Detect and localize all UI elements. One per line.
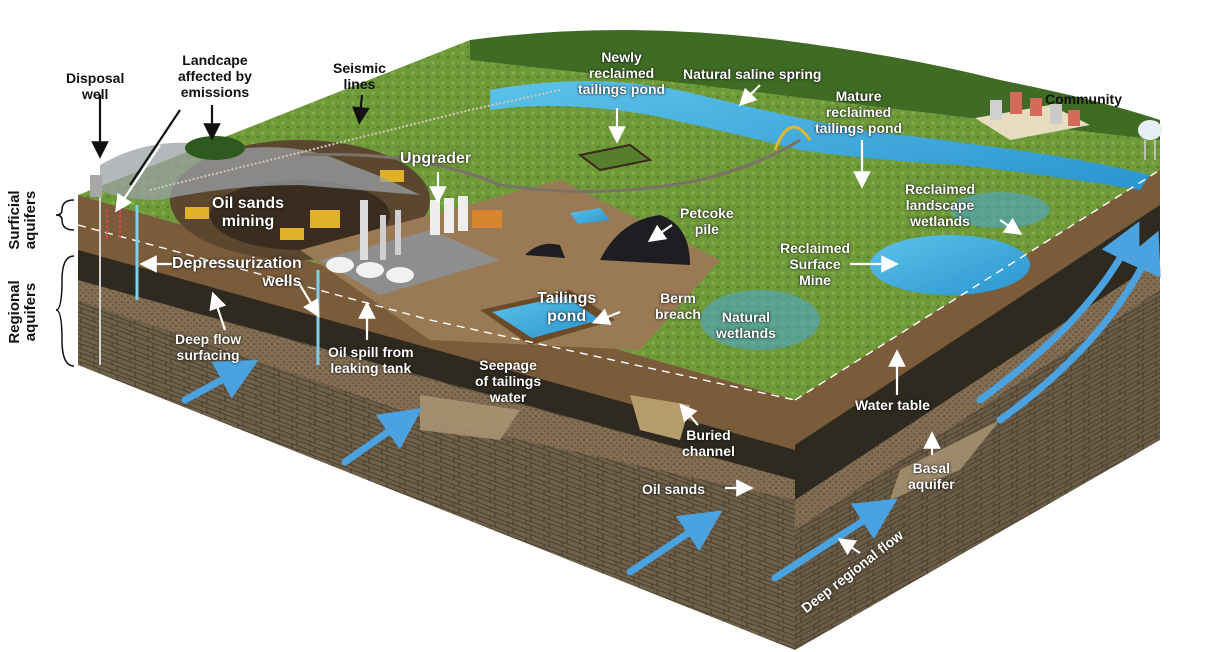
water-tower-icon xyxy=(1138,120,1162,160)
top-surface xyxy=(77,30,1162,401)
wells xyxy=(90,175,320,365)
haul-truck-icon xyxy=(185,170,404,240)
community-label: Community xyxy=(1045,91,1122,107)
surficial-aquifers-label: Surficial aquifers xyxy=(6,190,39,250)
natural-saline-spring-label: Natural saline spring xyxy=(683,66,822,82)
pointer-arrow-icon xyxy=(91,84,1023,556)
aquifer-braces xyxy=(55,199,75,367)
water-table-label: Water table xyxy=(855,397,930,413)
flow-arrow-icon xyxy=(181,221,1161,582)
community-buildings xyxy=(975,92,1090,140)
upgrader-label: Upgrader xyxy=(400,150,472,167)
oil-sands-layer-label: Oil sands xyxy=(642,481,706,497)
depressurization-wells-label: Depressurization wells xyxy=(172,255,302,290)
upgrader-facility xyxy=(320,196,502,295)
regional-aquifers-label: Regional aquifers xyxy=(6,280,39,344)
